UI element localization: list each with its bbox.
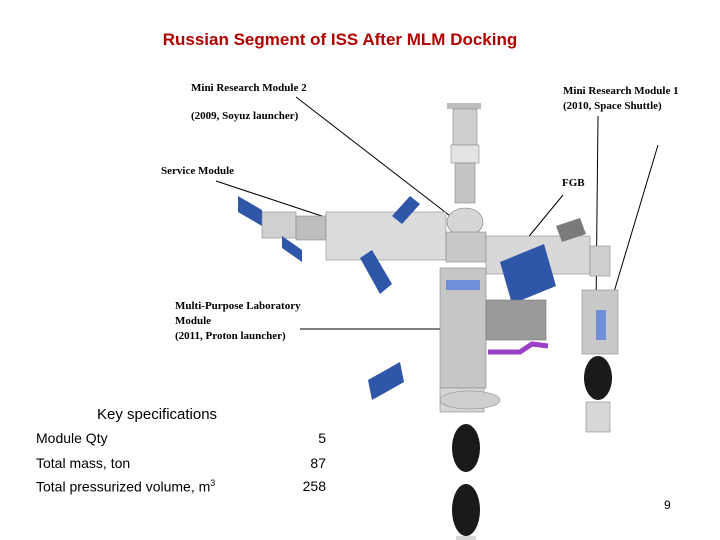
spec-label-module-qty: Module Qty bbox=[36, 430, 108, 446]
mlm-stack bbox=[368, 267, 549, 540]
label-service-module: Service Module bbox=[161, 165, 235, 177]
spec-label-pressurized-volume-sup: 3 bbox=[210, 478, 216, 488]
label-mrm1-detail: (2010, Space Shuttle) bbox=[563, 100, 662, 112]
label-mlm-line2: Module bbox=[175, 315, 212, 327]
spec-value-pressurized-volume: 258 bbox=[302, 478, 326, 494]
label-mlm-line1: Multi-Purpose Laboratory bbox=[175, 300, 301, 312]
label-mrm2-name: Mini Research Module 2 bbox=[191, 82, 307, 94]
mrm2-stack bbox=[446, 103, 484, 237]
fgb-stack bbox=[485, 218, 619, 433]
spec-label-pressurized-volume-text: Total pressurized volume, m bbox=[36, 478, 211, 495]
spec-label-total-mass: Total mass, ton bbox=[36, 455, 131, 471]
leader-line-mrm1 bbox=[595, 115, 599, 308]
label-fgb: FGB bbox=[562, 177, 585, 189]
page-number: 9 bbox=[664, 498, 671, 512]
spec-value-module-qty: 5 bbox=[318, 430, 326, 446]
spec-label-pressurized-volume: Total pressurized volume, m3 bbox=[36, 478, 215, 495]
label-mrm2-detail: (2009, Soyuz launcher) bbox=[191, 110, 299, 122]
spec-value-total-mass: 87 bbox=[310, 455, 326, 471]
leader-line-mrm1-tip bbox=[607, 144, 659, 313]
specs-heading: Key specifications bbox=[97, 406, 218, 423]
leader-line-mrm2 bbox=[295, 96, 459, 223]
label-mrm1-name: Mini Research Module 1 bbox=[563, 85, 679, 97]
service-module-stack bbox=[238, 196, 487, 294]
slide-title: Russian Segment of ISS After MLM Docking bbox=[162, 30, 518, 49]
label-mlm-line3: (2011, Proton launcher) bbox=[175, 330, 286, 342]
